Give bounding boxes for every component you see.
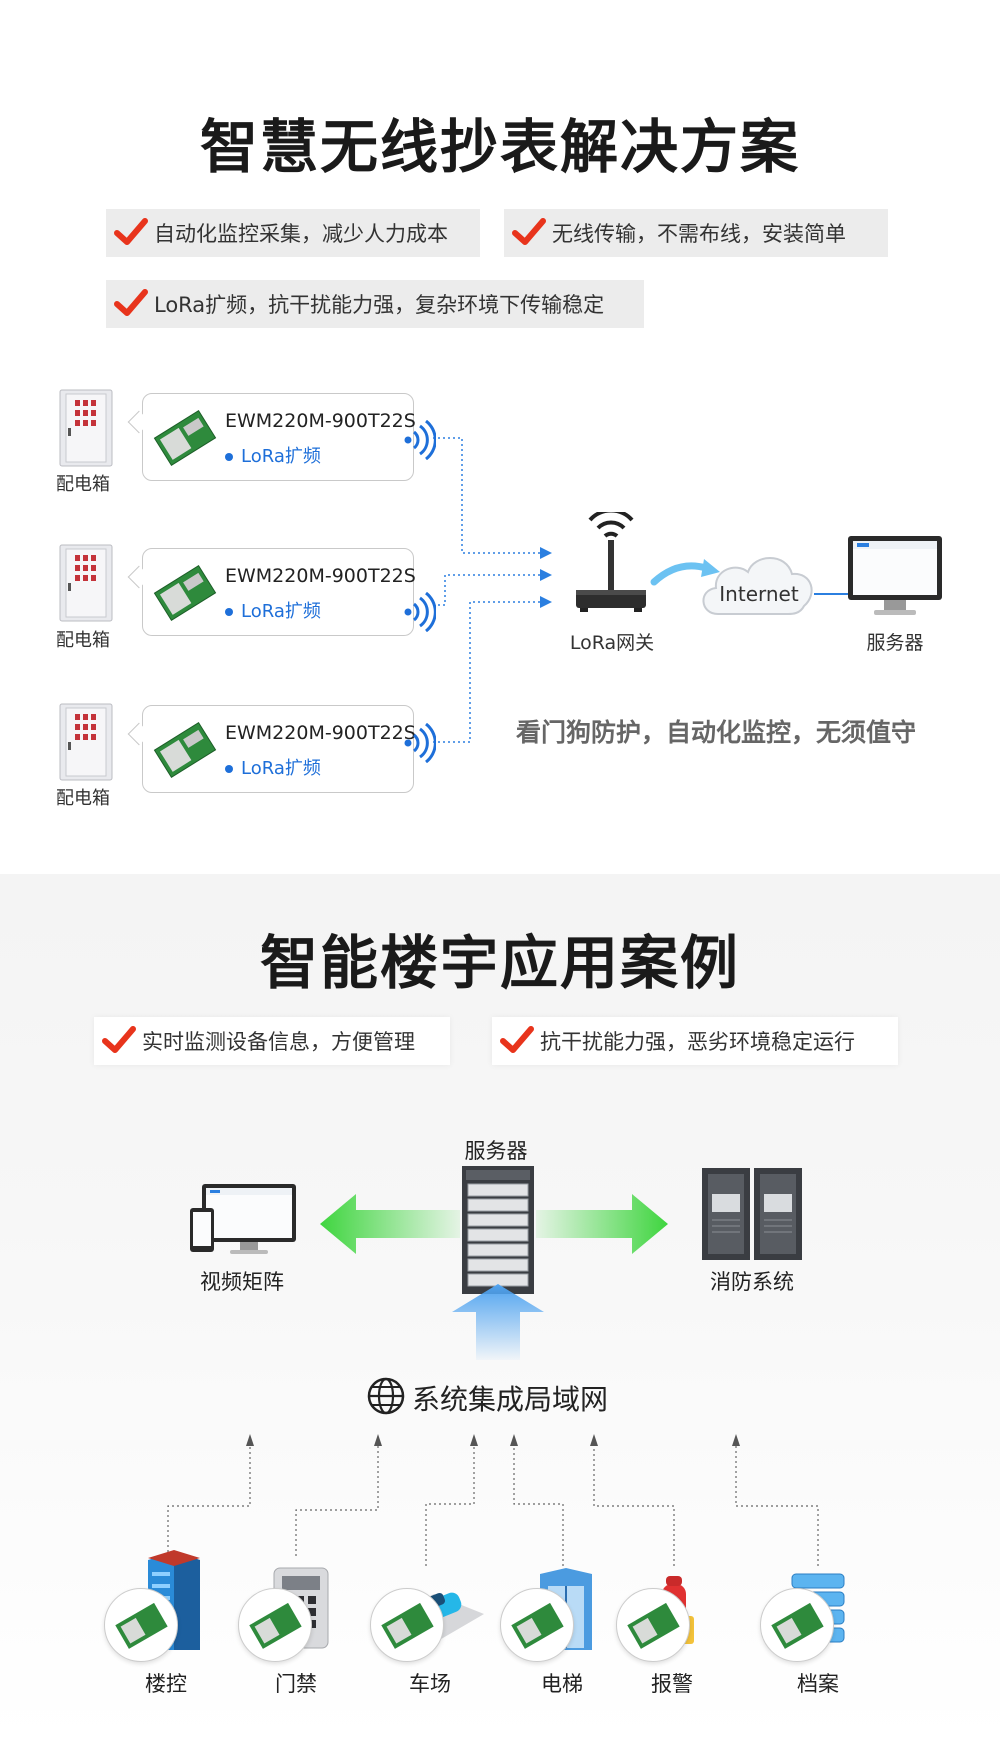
lora-module-badge <box>238 1588 312 1662</box>
lora-gateway-icon <box>576 512 646 612</box>
feature-label: LoRa扩频，抗干扰能力强，复杂环境下传输稳定 <box>154 293 605 317</box>
subsystem-label: 楼控 <box>145 1672 187 1696</box>
lan-label: 系统集成局域网 <box>412 1383 609 1416</box>
server-label: 服务器 <box>866 632 924 654</box>
feature-label: 无线传输，不需布线，安装简单 <box>552 222 846 246</box>
lora-module-badge <box>500 1588 574 1662</box>
lora-module-icon <box>153 721 217 779</box>
check-icon <box>512 218 546 245</box>
server-label: 服务器 <box>464 1139 528 1163</box>
feature-label: 抗干扰能力强，恶劣环境稳定运行 <box>540 1030 855 1054</box>
feature-item: 自动化监控采集，减少人力成本 <box>106 209 480 257</box>
section-title: 智能楼宇应用案例 <box>259 929 740 997</box>
cabinet-label: 配电箱 <box>56 630 110 651</box>
lora-module-icon <box>627 1602 680 1649</box>
right-arrow-icon <box>536 1194 668 1254</box>
lora-link-lines <box>433 437 850 743</box>
lora-module-icon <box>115 1602 168 1649</box>
lora-module-card: EWM220M-900T22S LoRa扩频 <box>127 393 416 481</box>
check-icon <box>114 289 148 316</box>
check-icon <box>114 218 148 245</box>
monitor-icon <box>848 536 942 615</box>
gateway-label: LoRa网关 <box>569 632 655 654</box>
fire-system-label: 消防系统 <box>710 1270 794 1294</box>
cloud-icon <box>702 557 813 615</box>
module-tag: LoRa扩频 <box>225 597 321 623</box>
wireless-signal-icon <box>404 420 436 460</box>
globe-icon <box>367 1377 405 1415</box>
lora-module-icon <box>771 1602 824 1649</box>
module-tag: LoRa扩频 <box>225 754 321 780</box>
left-arrow-icon <box>320 1194 460 1254</box>
lora-module-icon <box>249 1602 302 1649</box>
lora-module-icon <box>381 1602 434 1649</box>
lora-module-card: EWM220M-900T22S LoRa扩频 <box>127 705 416 793</box>
lora-module-icon <box>511 1602 564 1649</box>
subsystem-label: 报警 <box>651 1672 693 1696</box>
cabinet-label: 配电箱 <box>56 474 110 495</box>
wireless-signal-icon <box>404 723 436 763</box>
lora-module-icon <box>153 564 217 622</box>
check-icon <box>102 1026 136 1053</box>
feature-item: LoRa扩频，抗干扰能力强，复杂环境下传输稳定 <box>106 280 644 328</box>
video-matrix-icon <box>190 1184 296 1254</box>
lora-module-badge <box>370 1588 444 1662</box>
up-arrow-icon <box>452 1284 544 1360</box>
check-icon <box>500 1026 534 1053</box>
feature-item: 无线传输，不需布线，安装简单 <box>504 209 888 257</box>
lora-module-badge <box>104 1588 178 1662</box>
module-tag: LoRa扩频 <box>225 442 321 468</box>
lora-module-icon <box>153 409 217 467</box>
subsystem-label: 电梯 <box>541 1672 583 1696</box>
section-title: 智慧无线抄表解决方案 <box>199 113 800 181</box>
lora-module-badge <box>616 1588 690 1662</box>
lan-connector-lines <box>167 1434 819 1566</box>
wireless-signal-icon <box>404 592 436 632</box>
distribution-box-icon <box>59 703 113 781</box>
distribution-box-icon <box>59 389 113 467</box>
video-matrix-label: 视频矩阵 <box>200 1270 284 1294</box>
feature-item: 实时监测设备信息，方便管理 <box>94 1017 450 1065</box>
fire-system-icon <box>702 1168 802 1260</box>
feature-label: 实时监测设备信息，方便管理 <box>142 1030 415 1054</box>
cloud-label: Internet <box>719 582 799 606</box>
lora-module-card: EWM220M-900T22S LoRa扩频 <box>127 548 416 636</box>
subsystem-label: 车场 <box>409 1672 451 1696</box>
feature-item: 抗干扰能力强，恶劣环境稳定运行 <box>492 1017 898 1065</box>
module-model: EWM220M-900T22S <box>225 565 416 587</box>
subsystem-label: 档案 <box>797 1672 839 1696</box>
wireless-meter-section: 智慧无线抄表解决方案 自动化监控采集，减少人力成本 无线传输，不需布线，安装简单… <box>56 113 942 809</box>
distribution-box-icon <box>59 544 113 622</box>
feature-label: 自动化监控采集，减少人力成本 <box>154 222 448 246</box>
subsystem-label: 门禁 <box>275 1672 317 1696</box>
module-model: EWM220M-900T22S <box>225 722 416 744</box>
module-model: EWM220M-900T22S <box>225 410 416 432</box>
lora-module-badge <box>760 1588 834 1662</box>
cabinet-label: 配电箱 <box>56 788 110 809</box>
slogan: 看门狗防护，自动化监控，无须值守 <box>516 718 917 747</box>
smart-building-section: 智能楼宇应用案例 实时监测设备信息，方便管理 抗干扰能力强，恶劣环境稳定运行 服… <box>0 874 1000 1742</box>
